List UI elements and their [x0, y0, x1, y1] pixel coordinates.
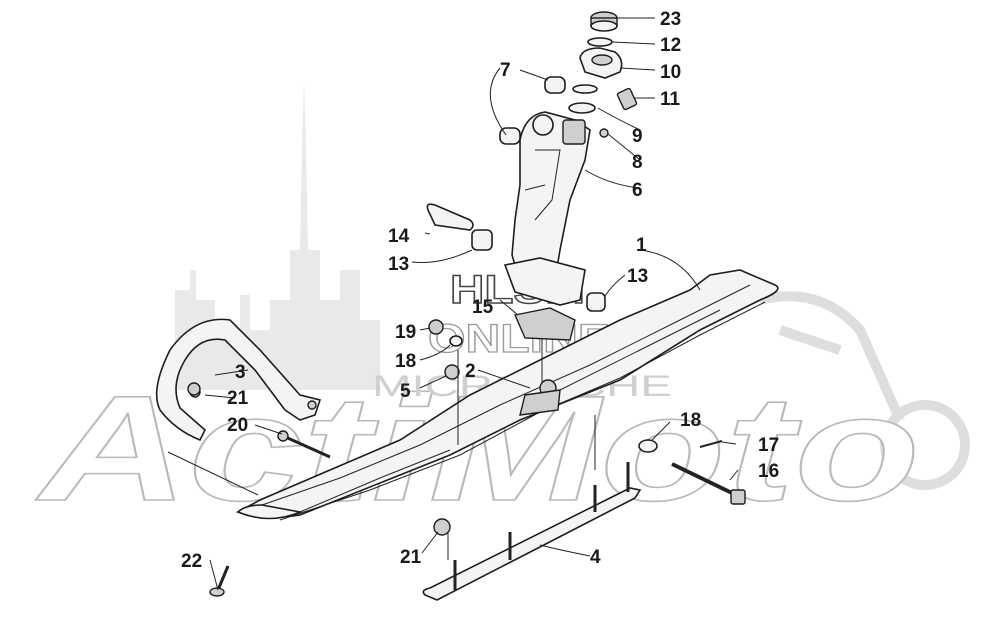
- pin-17: [699, 440, 723, 448]
- washer-18a: [449, 335, 463, 347]
- callout-labels: 23 12 10 11 9 8 6 7 14 13 1 13 15 19 18 …: [181, 9, 779, 572]
- bolt-11: [616, 87, 638, 111]
- bolt-16: [671, 462, 746, 505]
- washer-18b: [638, 439, 658, 453]
- callout-15: 15: [472, 297, 494, 318]
- callout-10: 10: [660, 62, 681, 83]
- washer-9a: [572, 84, 598, 94]
- spindle: [511, 111, 591, 286]
- callout-23: 23: [660, 9, 681, 30]
- nut-5: [444, 364, 460, 380]
- callout-21b: 21: [400, 547, 422, 568]
- bushing-13a: [471, 229, 493, 251]
- callout-8: 8: [632, 152, 643, 173]
- bushing-7a: [544, 76, 566, 94]
- nut-21b: [433, 518, 451, 536]
- callout-9: 9: [632, 126, 643, 147]
- callout-19: 19: [395, 322, 416, 343]
- callout-16: 16: [758, 461, 779, 482]
- callout-1: 1: [636, 235, 647, 256]
- wear-bar-4: [422, 462, 642, 601]
- watermark-skyline: [175, 80, 380, 390]
- cap-23: [590, 11, 618, 32]
- clamp-10: [579, 47, 623, 79]
- callout-21a: 21: [227, 388, 249, 409]
- callout-18b: 18: [680, 410, 701, 431]
- callout-2: 2: [465, 361, 476, 382]
- bushing-13b: [586, 292, 606, 312]
- callout-18a: 18: [395, 351, 416, 372]
- callout-3: 3: [235, 362, 246, 383]
- nut-19: [428, 319, 444, 335]
- callout-13a: 13: [388, 254, 409, 275]
- callout-6: 6: [632, 180, 643, 201]
- callout-22: 22: [181, 551, 202, 572]
- ski: [235, 269, 779, 521]
- bolt-20-head: [277, 430, 289, 442]
- nut-8: [599, 128, 609, 138]
- callout-13b: 13: [627, 266, 648, 287]
- callout-11: 11: [660, 89, 681, 110]
- leader-lines: [167, 17, 739, 591]
- ski-saddle-15: [503, 257, 586, 341]
- washer-9b: [568, 102, 596, 114]
- watermark-motorcycle: [758, 291, 970, 490]
- bushing-7b: [499, 127, 521, 145]
- callout-7: 7: [500, 60, 511, 81]
- callout-4: 4: [590, 547, 601, 568]
- callout-17: 17: [758, 435, 779, 456]
- nut-21a: [187, 382, 201, 396]
- ring-12: [587, 37, 613, 47]
- spacer-14: [426, 203, 474, 231]
- callout-20: 20: [227, 415, 248, 436]
- bracket-2: [519, 389, 561, 416]
- callout-12: 12: [660, 35, 681, 56]
- bolt-20: [280, 433, 331, 459]
- callout-5: 5: [400, 381, 411, 402]
- callout-14: 14: [388, 226, 410, 247]
